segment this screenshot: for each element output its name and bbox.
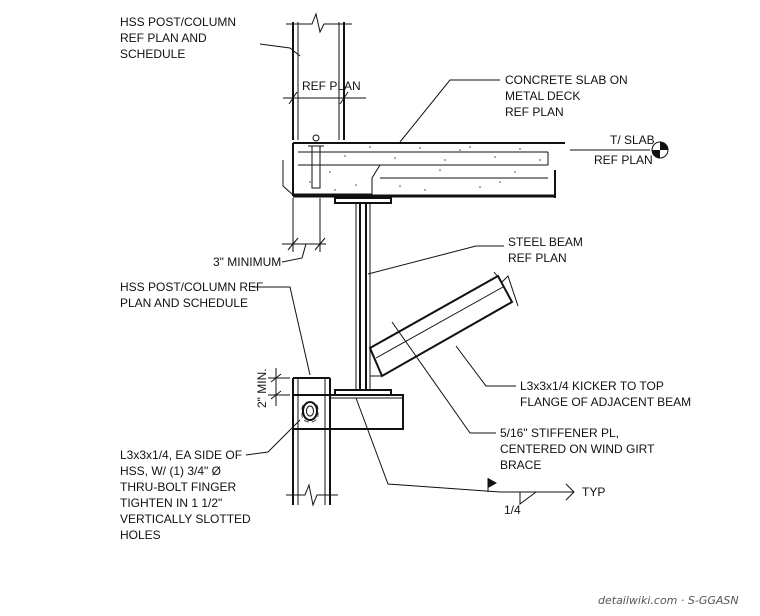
- t-slab-level-marker: T/ SLAB REF PLAN: [570, 133, 669, 167]
- note-stiffener: 5/16" STIFFENER PL, CENTERED ON WIND GIR…: [500, 426, 655, 472]
- three-inch-min-dimension: 3" MINIMUM: [213, 198, 326, 269]
- two-inch-min-dimension: 2" MIN.: [255, 368, 290, 408]
- ref-plan-dimension: REF PLAN: [283, 79, 366, 105]
- concrete-slab: [282, 134, 565, 198]
- leader-lines: [245, 43, 574, 493]
- note-hss-top-line-1: HSS POST/COLUMN: [120, 15, 236, 29]
- note-kicker-line-2: FLANGE OF ADJACENT BEAM: [520, 395, 691, 409]
- note-stiffener-line-1: 5/16" STIFFENER PL,: [500, 426, 619, 440]
- note-angle-line-5: VERTICALLY SLOTTED: [120, 512, 251, 526]
- weld-typ-label: TYP: [582, 485, 605, 499]
- upper-hss-column: [286, 12, 352, 140]
- note-angle-line-1: L3x3x1/4, EA SIDE OF: [120, 448, 242, 462]
- kicker-angle: [368, 271, 519, 378]
- t-slab-label: T/ SLAB: [610, 133, 655, 147]
- note-beam-line-1: STEEL BEAM: [508, 235, 583, 249]
- note-angle-line-4: TIGHTEN IN 1 1/2": [120, 496, 222, 510]
- weld-size-label: 1/4: [504, 503, 521, 517]
- note-angle-line-3: THRU-BOLT FINGER: [120, 480, 237, 494]
- note-stiffener-line-2: CENTERED ON WIND GIRT: [500, 442, 655, 456]
- note-stiffener-line-3: BRACE: [500, 458, 541, 472]
- note-kicker: L3x3x1/4 KICKER TO TOP FLANGE OF ADJACEN…: [520, 379, 691, 409]
- note-hss-mid-line-2: PLAN AND SCHEDULE: [120, 296, 248, 310]
- note-hss-mid: HSS POST/COLUMN REF PLAN AND SCHEDULE: [120, 280, 263, 310]
- note-beam-line-2: REF PLAN: [508, 251, 567, 265]
- two-inch-min-label: 2" MIN.: [255, 368, 269, 408]
- note-hss-top-line-2: REF PLAN AND: [120, 31, 207, 45]
- note-slab-line-3: REF PLAN: [505, 105, 564, 119]
- three-inch-min-label: 3" MINIMUM: [213, 255, 281, 269]
- t-slab-ref-label: REF PLAN: [594, 153, 653, 167]
- note-hss-mid-line-1: HSS POST/COLUMN REF: [120, 280, 263, 294]
- note-slab-line-2: METAL DECK: [505, 89, 580, 103]
- note-concrete-slab: CONCRETE SLAB ON METAL DECK REF PLAN: [505, 73, 628, 119]
- note-hss-top-line-3: SCHEDULE: [120, 47, 185, 61]
- note-angle: L3x3x1/4, EA SIDE OF HSS, W/ (1) 3/4" Ø …: [120, 448, 251, 542]
- note-steel-beam: STEEL BEAM REF PLAN: [508, 235, 583, 265]
- ref-plan-dim-label: REF PLAN: [302, 79, 361, 93]
- note-slab-line-1: CONCRETE SLAB ON: [505, 73, 628, 87]
- watermark: detailwiki.com · S-GGASN: [598, 594, 739, 607]
- note-angle-line-2: HSS, W/ (1) 3/4" Ø: [120, 464, 221, 478]
- thru-bolt-icon: [302, 401, 318, 421]
- concrete-stipple: [309, 146, 541, 191]
- weld-symbol: 1/4 TYP: [487, 478, 605, 517]
- steel-beam: [334, 197, 392, 396]
- note-angle-line-6: HOLES: [120, 528, 161, 542]
- clip-angle: [292, 394, 404, 430]
- note-hss-top: HSS POST/COLUMN REF PLAN AND SCHEDULE: [120, 15, 236, 61]
- note-kicker-line-1: L3x3x1/4 KICKER TO TOP: [520, 379, 664, 393]
